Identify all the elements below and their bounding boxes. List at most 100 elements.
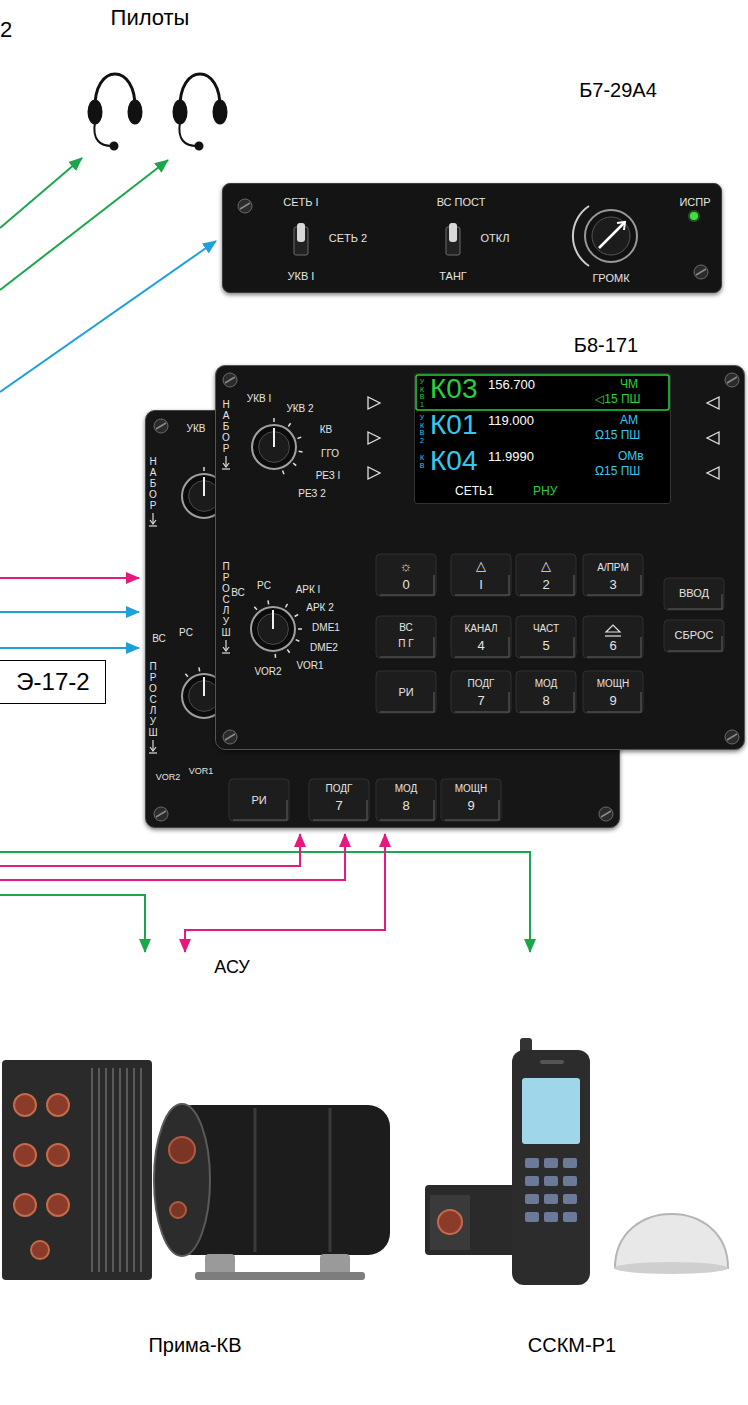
control-panel-artwork-part <box>455 692 509 712</box>
control-panel-artwork-part <box>368 467 380 479</box>
control-panel-artwork-part <box>451 554 511 596</box>
control-panel-artwork-part <box>293 463 296 466</box>
display-text: 11.9990 <box>488 450 534 464</box>
control-panel-artwork-part <box>451 616 511 658</box>
panel-label: VOR1 <box>189 767 214 777</box>
headset-icon-part <box>89 101 101 123</box>
unit-name: Б8-171 <box>574 334 638 356</box>
panel-label: МОЩН <box>597 678 630 689</box>
control-panel-artwork-part <box>273 418 275 422</box>
control-panel-artwork-part <box>254 607 257 610</box>
panel-label: 8 <box>402 799 409 813</box>
control-panel-artwork-part <box>707 432 719 444</box>
panel-label: МОД <box>535 678 558 689</box>
panel-label: РИ <box>398 686 413 698</box>
control-panel-artwork-part <box>154 419 168 433</box>
control-panel-artwork-part <box>380 637 434 657</box>
satellite-terminal-photo-part-part <box>544 1212 558 1222</box>
control-panel-artwork-part <box>520 692 574 712</box>
display-text: Ω15 ПШ <box>595 465 640 478</box>
panel-label: △ <box>476 559 486 573</box>
unit-box: Э-17-2 <box>0 660 106 704</box>
control-panel-artwork-part <box>583 671 643 713</box>
radio-unit-photo-part <box>154 1104 210 1256</box>
caption-label: Пилоты <box>111 6 190 30</box>
panel-label: УКВ 2 <box>286 403 313 414</box>
display-text: К01 <box>430 410 477 441</box>
control-panel-artwork-part <box>725 730 739 744</box>
panel-label: DME1 <box>312 622 340 633</box>
radio-unit-photo-part <box>92 1068 141 1272</box>
control-panel-artwork-part <box>664 620 724 652</box>
radio-unit-photo-part <box>14 1094 69 1259</box>
panel-label: 9 <box>609 694 616 708</box>
headset-icon <box>174 74 226 149</box>
control-panel-artwork-part <box>690 212 698 220</box>
display-text: УКВ2 <box>418 414 426 445</box>
control-panel-artwork-part <box>273 428 275 447</box>
control-panel-artwork-part <box>297 223 305 242</box>
control-panel-artwork-part <box>156 423 166 429</box>
control-panel-artwork-part <box>223 730 237 744</box>
control-panel-artwork-part <box>725 373 739 387</box>
panel-label: ЧАСТ <box>533 623 559 634</box>
panel-label: ВС <box>399 622 413 633</box>
control-panel-artwork-part <box>238 199 252 213</box>
headset-icon-part <box>179 122 197 146</box>
panel-label: ИСПР <box>679 196 710 208</box>
radio-unit-photo-part-part <box>126 1068 128 1272</box>
control-panel-artwork-part <box>707 397 719 409</box>
control-panel-artwork-part <box>606 625 620 632</box>
headset-icon-part <box>129 101 141 123</box>
headset-icon <box>89 74 141 149</box>
headset-icon-part <box>111 143 117 149</box>
signal-wires-part <box>185 834 385 952</box>
radio-unit-photo-part <box>170 1202 186 1218</box>
panel-label: АРК 2 <box>306 602 334 613</box>
panel-label: 9 <box>467 799 474 813</box>
control-panel-artwork-part <box>449 223 457 242</box>
panel-label: 6 <box>609 639 616 653</box>
control-panel-artwork-part <box>694 265 708 279</box>
satellite-terminal-photo-part-part <box>544 1158 558 1168</box>
satellite-terminal-photo-part-part <box>525 1194 539 1204</box>
radio-unit-photo-part <box>329 1108 332 1252</box>
display-screen: УКВ1К03156.700ЧМ◁15 ПШУКВ2К01119.000АМΩ1… <box>414 373 671 504</box>
panel-label: МОД <box>395 783 418 794</box>
control-panel-artwork-part <box>599 807 613 821</box>
control-panel-artwork-part <box>299 451 303 453</box>
control-panel-artwork-part <box>296 640 300 642</box>
control-panel-artwork-part <box>664 578 724 610</box>
panel-label: ВС ПОСТ <box>437 196 486 208</box>
panel-label: УКВ <box>187 423 206 434</box>
control-panel-artwork-part <box>298 628 302 630</box>
panel-label: СЕТЬ 2 <box>329 232 367 244</box>
panel-label: VOR2 <box>156 773 181 783</box>
display-text: КВ <box>418 454 426 469</box>
panel-label: МОЩН <box>455 783 488 794</box>
control-panel-artwork-part <box>455 575 509 595</box>
control-panel-artwork-part <box>225 456 226 466</box>
panel-label: АРК I <box>296 584 321 595</box>
signal-wires-part <box>0 577 139 579</box>
control-panel-artwork-part <box>599 223 624 248</box>
satellite-terminal-photo-part <box>614 1262 728 1274</box>
control-panel-artwork-part <box>251 607 295 651</box>
panel-label: УКВ I <box>288 270 315 282</box>
radio-unit-photo-part <box>169 1137 195 1163</box>
caption-label: ССКМ-Р1 <box>528 1334 616 1356</box>
signal-wires-part <box>0 241 216 392</box>
panel-label: УКВ I <box>247 393 271 404</box>
control-panel-artwork-part <box>441 779 501 821</box>
control-panel-artwork-part <box>152 740 153 750</box>
control-panel-artwork-part <box>583 616 643 658</box>
panel-label: 0 <box>402 578 409 592</box>
radio-unit-photo-part-part <box>47 1194 69 1216</box>
satellite-terminal-photo-part-part <box>544 1194 558 1204</box>
panel-label: А/ПРМ <box>597 562 629 573</box>
panel-label: 5 <box>542 639 549 653</box>
radio-unit-photo-part <box>2 1060 152 1280</box>
control-panel-artwork-part <box>376 554 436 596</box>
control-panel-artwork-part <box>229 779 289 821</box>
